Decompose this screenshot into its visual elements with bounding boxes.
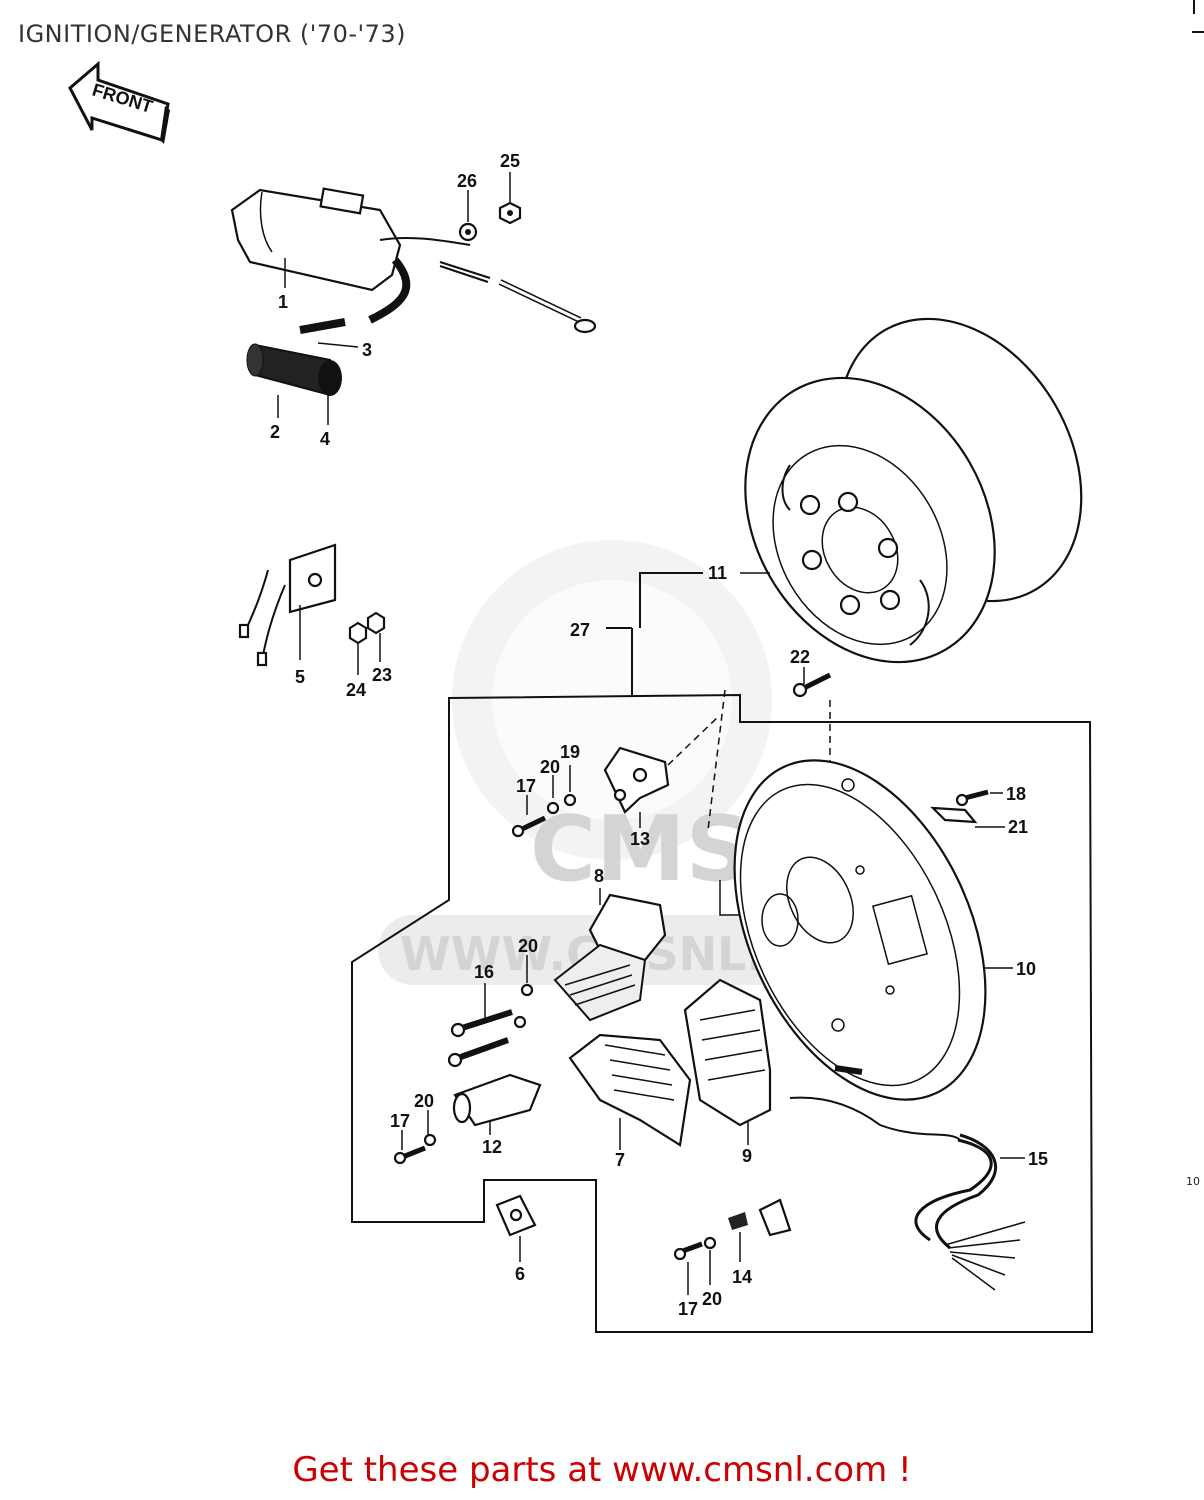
generator-coil-8 (553, 893, 667, 1022)
generator-coil-9 (683, 978, 772, 1127)
contact-breaker (603, 714, 721, 814)
washer-20-a (546, 801, 560, 815)
clamp-21 (930, 806, 978, 824)
generator-coil-7 (568, 1033, 692, 1147)
callout-17-b: 17 (390, 1111, 410, 1131)
bolt-16 (447, 1009, 513, 1068)
callout-26: 26 (457, 171, 477, 191)
page-title: IGNITION/GENERATOR ('70-'73) (18, 20, 407, 48)
callout-12: 12 (482, 1137, 502, 1157)
coil-12 (452, 1073, 542, 1127)
callout-2: 2 (270, 422, 280, 442)
spark-plug-cap (246, 318, 346, 397)
callout-20-c: 20 (414, 1091, 434, 1111)
ignition-coil (230, 187, 597, 334)
washer-20-d (703, 1236, 717, 1250)
callout-4: 4 (320, 429, 330, 449)
callout-1: 1 (278, 292, 288, 312)
screw-17-c (673, 1241, 703, 1261)
grommet-6 (495, 1194, 537, 1237)
callout-21: 21 (1008, 817, 1028, 837)
screw-17-a (511, 815, 547, 838)
washer-26 (458, 222, 478, 242)
washer-20-c (423, 1133, 437, 1147)
front-arrow: FRONT (68, 60, 170, 144)
callout-17-c: 17 (678, 1299, 698, 1319)
callout-20-d: 20 (702, 1289, 722, 1309)
nut-24 (348, 621, 368, 645)
callout-15: 15 (1028, 1149, 1048, 1169)
corner-code: 10 (1186, 1175, 1200, 1188)
flywheel-rotor (744, 317, 1083, 664)
clamp-14 (728, 1198, 792, 1237)
callout-23: 23 (372, 665, 392, 685)
footer-link[interactable]: Get these parts at www.cmsnl.com ! (292, 1450, 912, 1490)
nut-25 (498, 201, 522, 225)
callout-9: 9 (742, 1146, 752, 1166)
callout-8: 8 (594, 866, 604, 886)
callout-11: 11 (708, 563, 727, 583)
callout-labels: 1 2 3 4 5 6 7 8 9 10 11 12 13 14 15 16 1… (270, 151, 1048, 1319)
washer-20-b (513, 983, 534, 1029)
wire-harness (789, 1065, 1026, 1291)
callout-18: 18 (1006, 784, 1026, 804)
callout-24: 24 (346, 680, 366, 700)
callout-17-a: 17 (516, 776, 536, 796)
stator-plate (733, 759, 987, 1101)
callout-6: 6 (515, 1264, 525, 1284)
callout-19: 19 (560, 742, 580, 762)
callout-5: 5 (295, 667, 305, 687)
callout-14: 14 (732, 1267, 752, 1287)
callout-16: 16 (474, 962, 494, 982)
callout-3: 3 (362, 340, 372, 360)
callout-22: 22 (790, 647, 810, 667)
washer-19 (563, 793, 577, 807)
screw-22 (792, 672, 832, 698)
leader-lines (277, 172, 1025, 1295)
nut-23 (366, 611, 386, 635)
callout-20-a: 20 (540, 757, 560, 777)
callout-13: 13 (630, 829, 650, 849)
callout-7: 7 (615, 1150, 625, 1170)
edge-mark (1192, 0, 1204, 33)
screw-17-b (393, 1145, 426, 1165)
callout-10: 10 (1016, 959, 1036, 979)
callout-20-b: 20 (518, 936, 538, 956)
screw-18 (955, 789, 989, 807)
callout-25: 25 (500, 151, 520, 171)
condenser-bracket (238, 543, 337, 667)
callout-27: 27 (570, 620, 590, 640)
